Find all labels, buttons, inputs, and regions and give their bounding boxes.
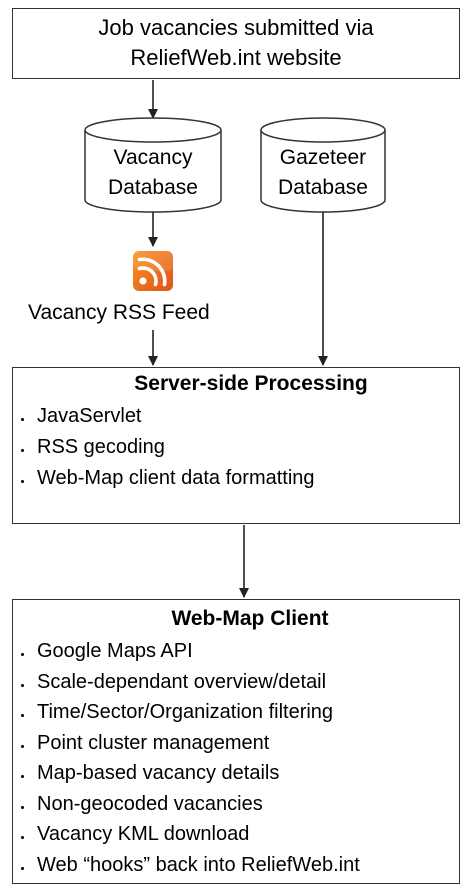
client-item: Web “hooks” back into ReliefWeb.int: [13, 850, 459, 881]
client-item: Map-based vacancy details: [13, 758, 459, 789]
gazetteer-db-line-1: Gazeteer: [279, 146, 367, 169]
client-item: Point cluster management: [13, 728, 459, 759]
submission-box: Job vacancies submitted via ReliefWeb.in…: [12, 8, 460, 79]
client-item: Non-geocoded vacancies: [13, 789, 459, 820]
web-map-client-box: Web-Map Client Google Maps API Scale-dep…: [12, 599, 460, 884]
submission-line-1: Job vacancies submitted via: [98, 15, 374, 40]
rss-icon: [133, 251, 173, 291]
client-list: Google Maps API Scale-dependant overview…: [13, 636, 459, 880]
server-list: JavaServlet RSS gecoding Web-Map client …: [13, 401, 459, 494]
gazetteer-db-line-2: Database: [278, 176, 368, 199]
submission-line-2: ReliefWeb.int website: [130, 45, 342, 70]
vacancy-database-label: Vacancy Database: [85, 143, 221, 203]
client-title: Web-Map Client: [171, 607, 329, 630]
server-item: Web-Map client data formatting: [13, 463, 459, 494]
vacancy-db-line-2: Database: [108, 176, 198, 199]
server-item: RSS gecoding: [13, 432, 459, 463]
gazetteer-database-cylinder: [260, 117, 386, 213]
gazetteer-database-label: Gazeteer Database: [261, 143, 385, 203]
client-item: Vacancy KML download: [13, 819, 459, 850]
client-item: Google Maps API: [13, 636, 459, 667]
client-item: Scale-dependant overview/detail: [13, 667, 459, 698]
rss-feed-label: Vacancy RSS Feed: [28, 301, 210, 324]
server-processing-box: Server-side Processing JavaServlet RSS g…: [12, 367, 460, 524]
client-item: Time/Sector/Organization filtering: [13, 697, 459, 728]
server-title: Server-side Processing: [134, 372, 368, 395]
vacancy-database-cylinder: [84, 117, 222, 213]
vacancy-db-line-1: Vacancy: [113, 146, 193, 169]
server-item: JavaServlet: [13, 401, 459, 432]
